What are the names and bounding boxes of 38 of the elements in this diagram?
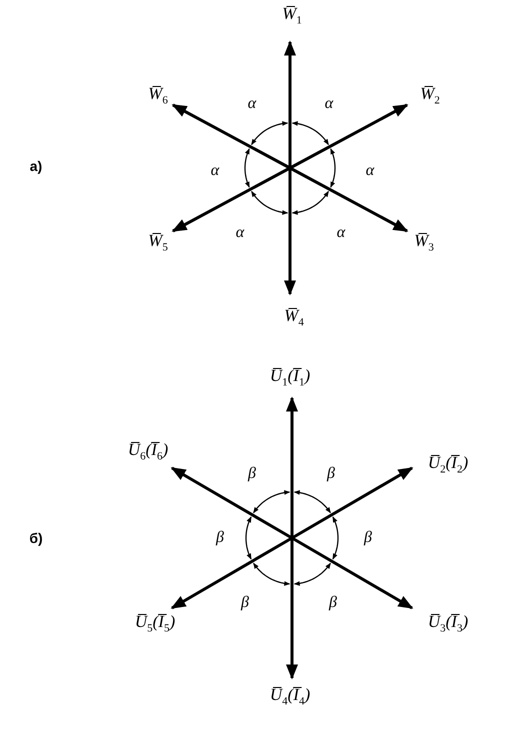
angle-label: α <box>366 163 374 179</box>
angle-label: β <box>241 595 249 611</box>
vector-arrow <box>172 104 291 170</box>
vector-label: U̅$_{5}$(I̅$_{5}$) <box>134 613 176 635</box>
vector-arrow <box>291 466 414 540</box>
vector-label: U̅$_{2}$(I̅$_{2}$) <box>428 454 468 476</box>
angle-label: β <box>248 466 256 482</box>
vector-arrow <box>286 396 298 538</box>
angle-label: β <box>327 466 335 482</box>
angle-label: β <box>329 595 337 611</box>
angle-label: α <box>210 163 220 179</box>
panel-label: а) <box>30 159 42 173</box>
vector-arrow <box>170 536 293 610</box>
vector-label: W̅$_{1}$ <box>282 5 302 27</box>
vector-label: W̅$_{4}$ <box>284 307 304 329</box>
angle-label: α <box>248 96 256 112</box>
angle-label: β <box>216 530 224 546</box>
vector-arrow <box>286 538 298 680</box>
vector-label: U̅$_{6}$(I̅$_{6}$) <box>128 441 168 463</box>
angle-label: β <box>364 530 372 546</box>
angle-label: α <box>236 225 244 241</box>
vector-arrow <box>289 166 408 232</box>
vector-arrow <box>284 168 296 296</box>
vector-label: U̅$_{1}$(I̅$_{1}$) <box>270 367 310 389</box>
vector-arrow <box>291 536 414 610</box>
angle-label: α <box>336 225 346 241</box>
panel-label: б) <box>29 531 43 545</box>
vector-arrow <box>289 104 408 170</box>
vector-arrow <box>172 166 291 232</box>
angle-label: α <box>324 96 334 112</box>
vector-label: U̅$_{4}$(I̅$_{4}$) <box>270 686 310 708</box>
vector-arrow <box>284 40 296 168</box>
vector-label: U̅$_{3}$(I̅$_{3}$) <box>428 613 468 635</box>
vector-label: W̅$_{5}$ <box>148 232 168 254</box>
vector-label: W̅$_{2}$ <box>420 85 440 107</box>
vector-arrow <box>170 466 293 540</box>
vector-label: W̅$_{6}$ <box>148 85 168 107</box>
vector-label: W̅$_{3}$ <box>414 232 434 254</box>
